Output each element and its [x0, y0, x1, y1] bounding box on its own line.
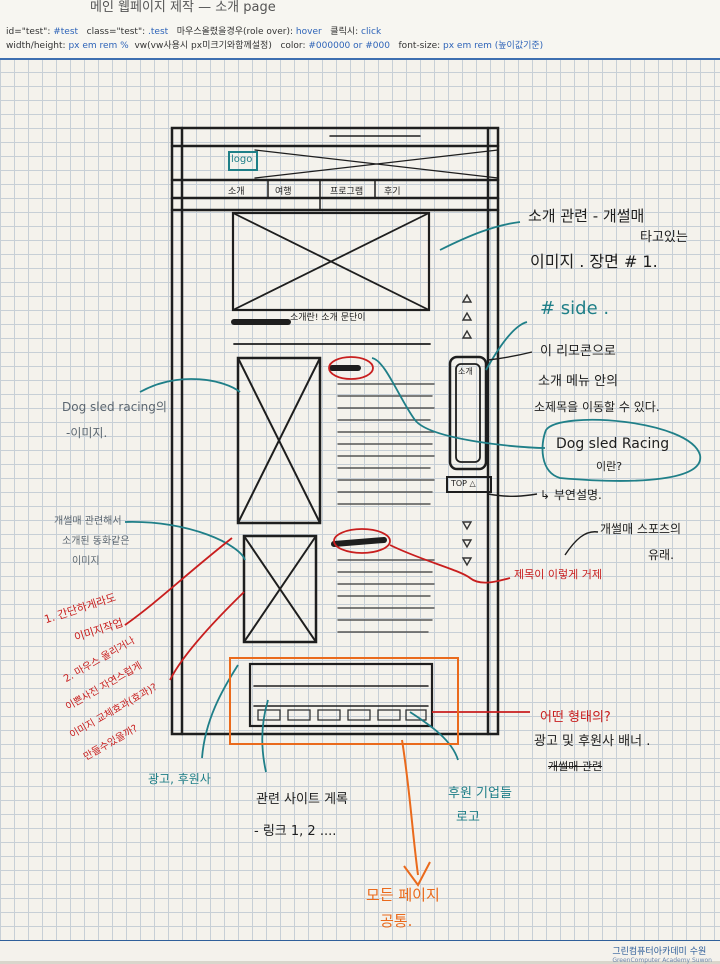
note-org-2: 로고: [456, 810, 480, 825]
note-common-1: 모든 페이지: [366, 886, 440, 904]
nav-item-2: 여행: [275, 187, 292, 197]
academy-logo: 그린컴퓨터아카데미 수원 GreenComputer Academy Suwon: [612, 947, 712, 964]
note-side: # side .: [540, 298, 610, 319]
note-related-2: - 링크 1, 2 ....: [254, 824, 337, 839]
note-remote-3: 소제목을 이동할 수 있다.: [534, 400, 660, 414]
print-header: 메인 웹페이지 제작 — 소개 page id="test": #test cl…: [0, 0, 720, 60]
note-hero-3: 이미지 . 장면 # 1.: [530, 252, 658, 271]
note-hero-1: 소개 관련 - 개썰매: [528, 207, 645, 225]
legend-row-1: id="test": #test class="test": .test 마우스…: [6, 27, 382, 37]
note-left-image-1: Dog sled racing의: [62, 400, 167, 414]
note-dog-sled-q: 이란?: [596, 460, 623, 473]
note-history-1: 개썰매 스포츠의: [600, 522, 682, 536]
note-ads: 광고, 후원사: [148, 772, 211, 786]
print-footer: 그린컴퓨터아카데미 수원 GreenComputer Academy Suwon: [0, 940, 720, 964]
page-frame: [170, 126, 500, 736]
note-org-1: 후원 기업들: [448, 786, 512, 801]
sheet-title: 메인 웹페이지 제작 — 소개 page: [90, 0, 276, 15]
note-hero-2: 타고있는: [640, 230, 688, 245]
note-footer-q: 어떤 형태의?: [540, 710, 611, 725]
intro-caption: 소개란! 소개 문단이: [290, 313, 366, 323]
logo-label: logo: [231, 154, 253, 165]
nav-item-1: 소개: [228, 187, 245, 197]
note-history-2: 유래.: [648, 548, 674, 562]
note-dog-sled: Dog sled Racing: [556, 436, 670, 452]
note-footer-strike: 개썰매 관련: [548, 760, 603, 773]
note-left-mid-2: 소개된 동화같은: [62, 536, 130, 547]
side-remote-label: 소개: [458, 367, 473, 376]
note-footer-ad: 광고 및 후원사 배너 .: [534, 734, 651, 749]
nav-item-3: 프로그램: [330, 187, 364, 197]
note-title: 제목이 이렇게 거제: [514, 568, 602, 581]
note-left-mid-3: 이미지: [72, 556, 100, 567]
note-common-2: 공통.: [380, 912, 413, 930]
note-related-1: 관련 사이트 게록: [256, 792, 348, 807]
note-left-mid-1: 개썰매 관련해서: [54, 516, 122, 527]
note-remote-1: 이 리모콘으로: [540, 344, 616, 359]
note-left-image-2: -이미지.: [66, 426, 108, 440]
nav-item-4: 후기: [384, 187, 401, 197]
top-button: TOP △: [451, 479, 476, 488]
legend-row-2: width/height: px em rem % vw(vw사용시 px미크기…: [6, 41, 544, 51]
note-sub-desc: ↳ 부연설명.: [540, 488, 602, 502]
note-remote-2: 소개 메뉴 안의: [538, 374, 619, 389]
